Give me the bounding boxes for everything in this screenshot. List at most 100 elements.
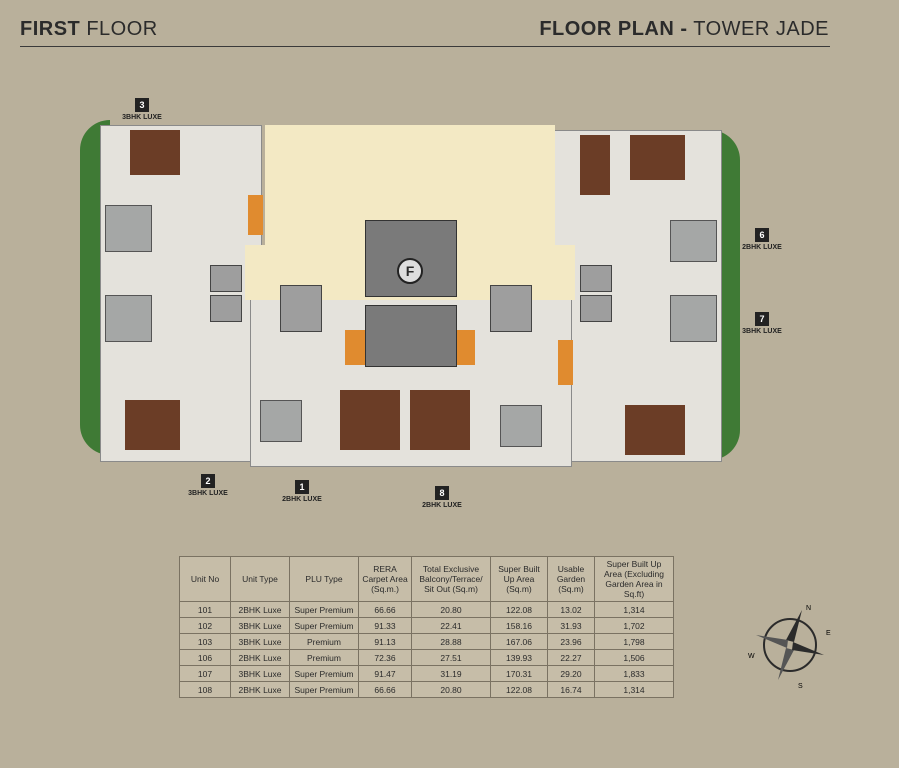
col-header: Usable Garden (Sq.m) <box>547 556 595 602</box>
table-cell: 91.13 <box>358 633 412 650</box>
table-cell: 29.20 <box>547 665 595 682</box>
floor-marker: F <box>397 258 423 284</box>
compass-needle-south <box>778 648 794 680</box>
table-cell: 27.51 <box>411 649 491 666</box>
sitout-bottom-2 <box>500 405 542 447</box>
table-cell: Premium <box>289 649 359 666</box>
stair-right <box>490 285 532 332</box>
terrace-right <box>580 135 610 195</box>
utility-right <box>558 340 573 385</box>
compass-n-label: N <box>806 605 811 612</box>
sitout-left-2 <box>105 295 152 342</box>
table-row: 107 3BHK Luxe Super Premium 91.47 31.19 … <box>179 665 674 682</box>
table-cell: 23.96 <box>547 633 595 650</box>
table-cell: 66.66 <box>358 681 412 698</box>
table-cell: Super Premium <box>289 681 359 698</box>
table-cell: 1,702 <box>594 617 674 634</box>
table-cell: 22.41 <box>411 617 491 634</box>
table-cell: 3BHK Luxe <box>230 633 290 650</box>
table-cell: 1,506 <box>594 649 674 666</box>
table-cell: 2BHK Luxe <box>230 649 290 666</box>
col-header: Unit No <box>179 556 231 602</box>
table-cell: 122.08 <box>490 681 548 698</box>
bedroom-bottom-center-right <box>410 390 470 450</box>
table-cell: 1,314 <box>594 681 674 698</box>
table-cell: 108 <box>179 681 231 698</box>
table-row: 102 3BHK Luxe Super Premium 91.33 22.41 … <box>179 617 674 634</box>
table-cell: 1,798 <box>594 633 674 650</box>
col-header: Super Built Up Area (Sq.m) <box>490 556 548 602</box>
table-cell: 122.08 <box>490 601 548 618</box>
toilet-right <box>455 330 475 365</box>
table-row: 103 3BHK Luxe Premium 91.13 28.88 167.06… <box>179 633 674 650</box>
unit-tag-number: 7 <box>755 312 769 326</box>
table-cell: 28.88 <box>411 633 491 650</box>
unit-tag-number: 3 <box>135 98 149 112</box>
unit-tag-6: 6 2BHK LUXE <box>730 228 794 251</box>
unit-tag-label: 2BHK LUXE <box>422 502 462 509</box>
plan-title-light: TOWER JADE <box>693 18 829 40</box>
unit-tag-1: 1 2BHK LUXE <box>270 480 334 503</box>
table-row: 106 2BHK Luxe Premium 72.36 27.51 139.93… <box>179 649 674 666</box>
col-header: Total Exclusive Balcony/Terrace/ Sit Out… <box>411 556 491 602</box>
table-cell: 103 <box>179 633 231 650</box>
sitout-left-1 <box>105 205 152 252</box>
unit-tag-number: 6 <box>755 228 769 242</box>
table-cell: 167.06 <box>490 633 548 650</box>
floor-title-bold: FIRST <box>20 18 81 40</box>
utility-left <box>248 195 263 235</box>
table-cell: 3BHK Luxe <box>230 665 290 682</box>
bedroom-top-right <box>630 135 685 180</box>
compass-e-label: E <box>826 630 831 637</box>
floor-plan: F <box>80 100 740 480</box>
unit-tag-2: 2 3BHK LUXE <box>176 474 240 497</box>
bedroom-bottom-center-left <box>340 390 400 450</box>
lift-left-1 <box>210 265 242 292</box>
bedroom-bottom-left <box>125 400 180 450</box>
table-cell: 20.80 <box>411 601 491 618</box>
table-cell: 107 <box>179 665 231 682</box>
table-cell: Super Premium <box>289 617 359 634</box>
table-cell: 20.80 <box>411 681 491 698</box>
table-cell: 31.19 <box>411 665 491 682</box>
col-header: PLU Type <box>289 556 359 602</box>
table-cell: 22.27 <box>547 649 595 666</box>
sitout-right-1 <box>670 220 717 262</box>
table-row: 101 2BHK Luxe Super Premium 66.66 20.80 … <box>179 601 674 618</box>
table-cell: 102 <box>179 617 231 634</box>
table-cell: 170.31 <box>490 665 548 682</box>
table-cell: 1,314 <box>594 601 674 618</box>
table-cell: 3BHK Luxe <box>230 617 290 634</box>
table-cell: 106 <box>179 649 231 666</box>
compass-icon: N E S W <box>748 605 831 690</box>
table-cell: 158.16 <box>490 617 548 634</box>
unit-area-table: Unit No Unit Type PLU Type RERA Carpet A… <box>179 556 674 698</box>
table-cell: 1,833 <box>594 665 674 682</box>
table-cell: Super Premium <box>289 665 359 682</box>
compass-needle-west <box>756 635 788 648</box>
col-header: RERA Carpet Area (Sq.m.) <box>358 556 412 602</box>
lift-right-1 <box>580 265 612 292</box>
table-cell: 2BHK Luxe <box>230 601 290 618</box>
stair-left <box>280 285 322 332</box>
lift-left-2 <box>210 295 242 322</box>
floor-title-light: FLOOR <box>86 18 158 40</box>
unit-tag-number: 1 <box>295 480 309 494</box>
header-rule <box>20 46 830 47</box>
col-header: Super Built Up Area (Excluding Garden Ar… <box>594 556 674 602</box>
table-row: 108 2BHK Luxe Super Premium 66.66 20.80 … <box>179 681 674 698</box>
table-cell: Super Premium <box>289 601 359 618</box>
table-header-row: Unit No Unit Type PLU Type RERA Carpet A… <box>179 556 674 602</box>
table-cell: 91.33 <box>358 617 412 634</box>
unit-tag-label: 3BHK LUXE <box>188 490 228 497</box>
unit-tag-3: 3 3BHK LUXE <box>110 98 174 121</box>
table-cell: 2BHK Luxe <box>230 681 290 698</box>
unit-tag-label: 3BHK LUXE <box>742 328 782 335</box>
table-cell: 16.74 <box>547 681 595 698</box>
table-cell: 72.36 <box>358 649 412 666</box>
table-cell: 31.93 <box>547 617 595 634</box>
compass-w-label: W <box>748 653 755 660</box>
table-cell: 13.02 <box>547 601 595 618</box>
table-cell: Premium <box>289 633 359 650</box>
toilet-left <box>345 330 365 365</box>
